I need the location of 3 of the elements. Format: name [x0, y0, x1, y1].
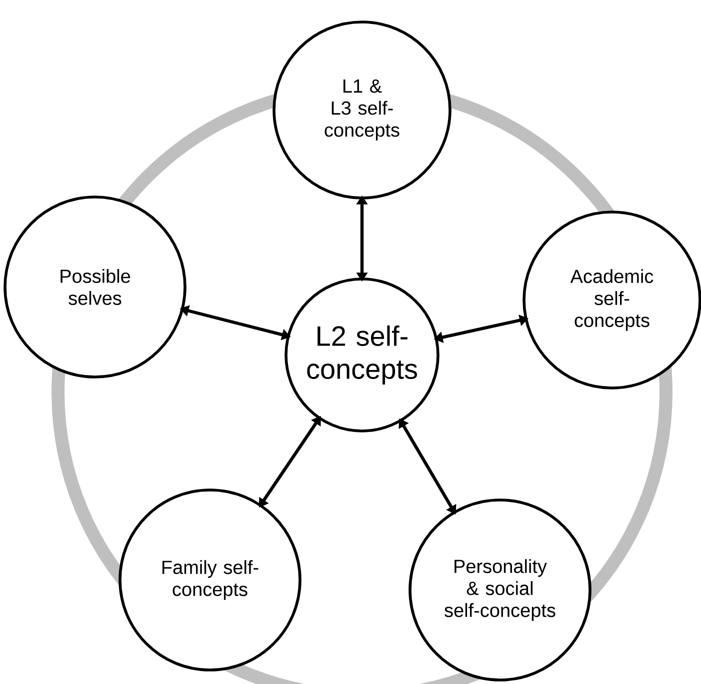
node-label: Academic self-concepts — [570, 269, 654, 331]
node-label: Family self-concepts — [162, 560, 258, 600]
node-label: Personality & social self-concepts — [444, 559, 556, 621]
